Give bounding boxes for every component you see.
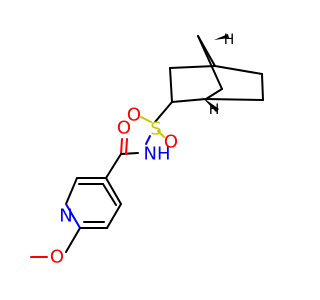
molecule-structure: O NH S O O N O H H — [30, 32, 264, 268]
atom-o-methoxy: O — [50, 247, 64, 268]
bond-bicyclo-8 — [171, 98, 207, 103]
bond-ring-3 — [65, 203, 81, 229]
bond-bicyclo-3 — [214, 65, 263, 75]
bond-s-o-bottom — [157, 130, 165, 138]
bond-c-s — [154, 101, 173, 123]
atom-h-top: H — [224, 32, 235, 48]
bond-s-o-top — [140, 116, 152, 123]
bond-ring-2 — [65, 177, 78, 205]
bond-c-aryl — [105, 153, 122, 179]
bond-n-c-amide — [120, 152, 139, 155]
stereo-wedge-top — [214, 34, 229, 40]
bond-bicyclo-2 — [197, 35, 223, 90]
molecule-canvas: O NH S O O N O H H — [30, 32, 264, 268]
atom-n-pyridine: N — [59, 206, 72, 227]
bond-ring-6b — [102, 183, 117, 206]
bond-ring-5 — [106, 203, 122, 229]
atom-h-bottom: H — [209, 102, 220, 118]
bond-c-o-methoxy — [65, 227, 81, 253]
atom-o-sulfonyl-bottom: O — [164, 132, 178, 153]
bond-s-n — [145, 135, 151, 145]
bond-bicyclo-6 — [169, 65, 216, 69]
atom-o-carbonyl: O — [117, 118, 131, 139]
atom-nh: NH — [144, 144, 171, 165]
stereo-wedge-bottom — [202, 97, 219, 112]
bond-ring-6 — [105, 177, 122, 205]
bond-bicyclo-7 — [169, 67, 173, 103]
bond-c-o-double-a — [120, 138, 123, 155]
bond-c-o-double-b — [125, 138, 128, 155]
bond-bicyclo-9 — [205, 88, 223, 100]
bond-bicyclo-4 — [261, 73, 264, 101]
atom-o-sulfonyl-top: O — [127, 105, 141, 126]
bond-bicyclo-5 — [205, 98, 264, 101]
atom-s: S — [150, 119, 161, 140]
